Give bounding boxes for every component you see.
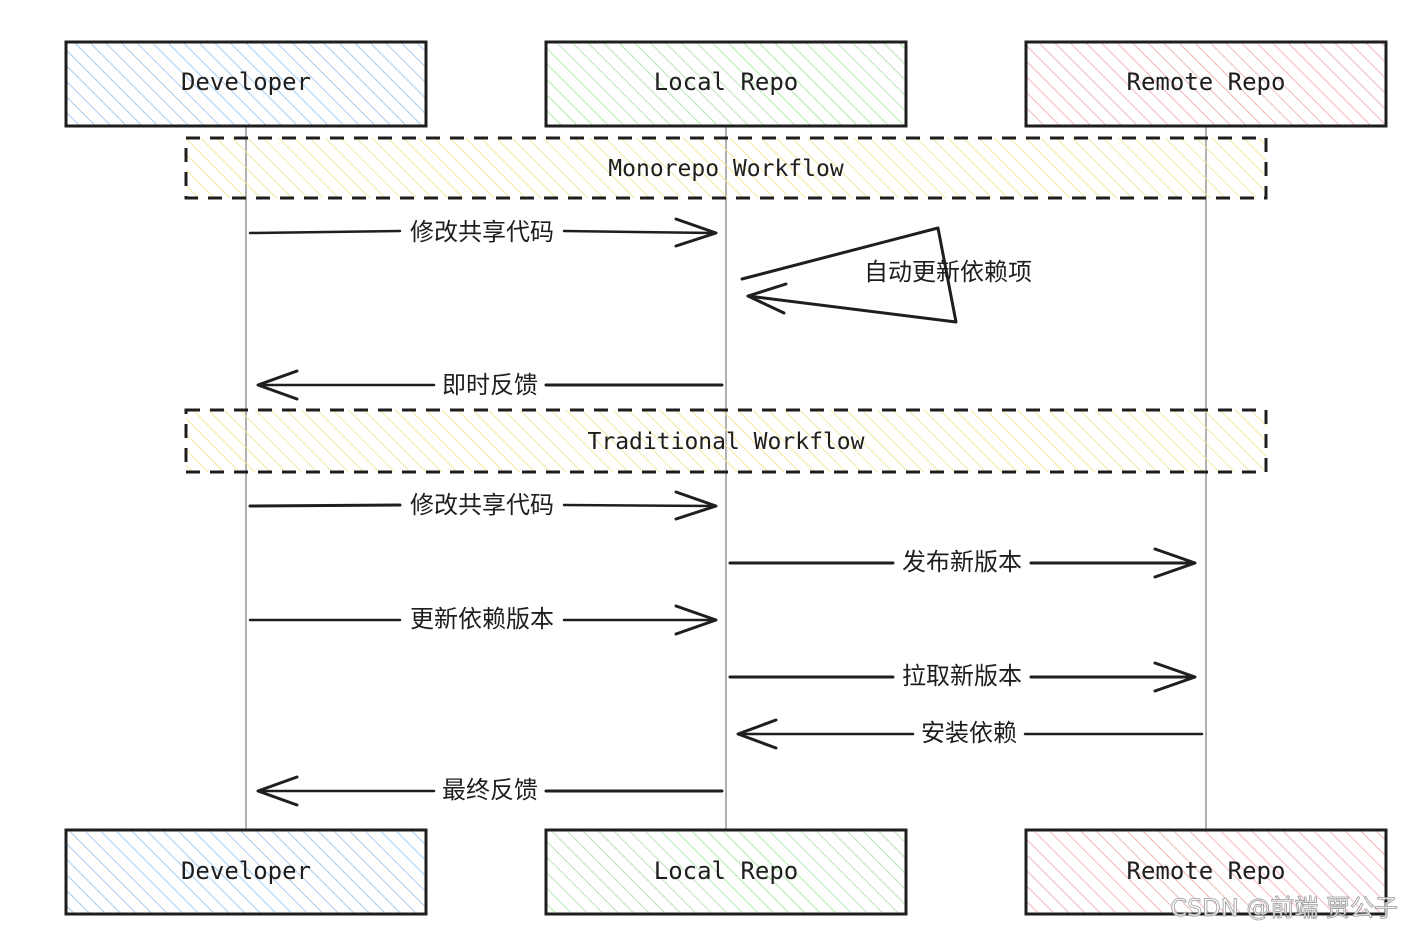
message-7-label: 拉取新版本 <box>902 662 1022 690</box>
message-9-arrow <box>256 775 724 807</box>
message-8-arrow <box>736 718 1204 750</box>
participant-developer-label-bottom: Developer <box>181 857 311 885</box>
group-traditional: Traditional Workflow <box>184 408 1268 474</box>
message-6-arrow <box>248 604 718 636</box>
participant-remote-bottom: Remote Repo <box>1024 828 1388 916</box>
message-9-label: 最终反馈 <box>442 776 538 804</box>
participant-remote-top: Remote Repo <box>1024 40 1388 128</box>
messages <box>248 217 1204 807</box>
group-monorepo-label: Monorepo Workflow <box>608 156 844 182</box>
group-traditional-frame <box>184 408 1268 474</box>
message-8-label: 安装依赖 <box>921 719 1017 747</box>
lifelines <box>245 126 1207 830</box>
message-3-label: 即时反馈 <box>442 371 538 399</box>
message-5-arrow <box>728 547 1197 579</box>
message-6-label: 更新依赖版本 <box>410 605 554 633</box>
message-4-label: 修改共享代码 <box>410 491 554 519</box>
message-1-label: 修改共享代码 <box>410 218 554 246</box>
message-2-label: 自动更新依赖项 <box>864 258 1032 286</box>
group-monorepo: Monorepo Workflow <box>184 136 1268 200</box>
message-1-arrow <box>248 217 718 248</box>
watermark: CSDN @前端 贾公子 <box>1170 894 1398 922</box>
participant-developer-label: Developer <box>181 68 311 96</box>
group-monorepo-frame <box>184 136 1268 200</box>
message-2-self-arrow <box>740 226 958 324</box>
participant-remote-label-bottom: Remote Repo <box>1127 857 1286 885</box>
participant-local-top: Local Repo <box>544 40 908 128</box>
message-5-label: 发布新版本 <box>902 548 1022 576</box>
participant-local-label: Local Repo <box>654 68 799 96</box>
message-4-arrow <box>248 490 718 521</box>
message-3-arrow <box>256 369 724 401</box>
participant-developer-bottom: Developer <box>64 828 428 916</box>
participant-developer-top: Developer <box>64 40 428 128</box>
group-traditional-label: Traditional Workflow <box>588 429 865 455</box>
participant-local-bottom: Local Repo <box>544 828 908 916</box>
message-7-arrow <box>728 661 1197 693</box>
message-labels: 修改共享代码 自动更新依赖项 即时反馈 修改共享代码 发布新版本 更新依赖版本 … <box>410 218 1032 804</box>
participant-local-label-bottom: Local Repo <box>654 857 799 885</box>
participant-remote-label: Remote Repo <box>1127 68 1286 96</box>
